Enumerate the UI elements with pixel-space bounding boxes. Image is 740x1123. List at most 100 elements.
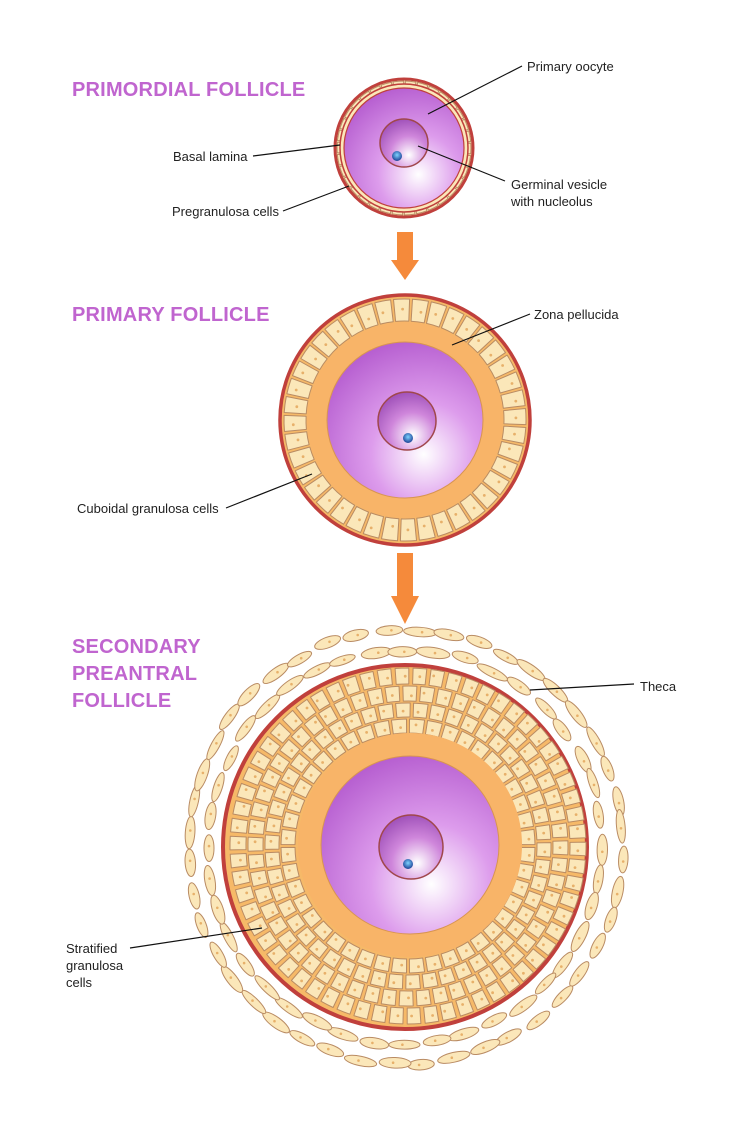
- cuboidal-granulosa-cell-nucleus: [367, 317, 371, 321]
- stratified-granulosa-cell: [285, 913, 306, 934]
- theca-cell-nucleus: [482, 1046, 485, 1050]
- leader-basal-lamina: [252, 144, 341, 157]
- secondary-germinal-vesicle: [378, 814, 444, 880]
- cuboidal-granulosa-cell: [345, 505, 370, 533]
- stratified-granulosa-cell-nucleus: [270, 857, 273, 861]
- stratified-granulosa-cell: [328, 719, 349, 740]
- theca-cell-nucleus: [506, 656, 510, 660]
- theca-cell-nucleus: [597, 815, 600, 818]
- label-primary-oocyte: Primary oocyte: [527, 59, 614, 74]
- cuboidal-granulosa-cell-nucleus: [513, 432, 516, 436]
- stratified-granulosa-cell: [547, 804, 567, 823]
- stratified-granulosa-cell: [475, 684, 496, 706]
- stratified-granulosa-cell-nucleus: [349, 740, 353, 744]
- stratified-granulosa-cell: [373, 720, 392, 738]
- stratified-granulosa-cell-nucleus: [275, 921, 279, 925]
- stratified-granulosa-cell: [336, 994, 356, 1015]
- stratified-granulosa-cell: [463, 974, 483, 995]
- stratified-granulosa-cell-nucleus: [555, 928, 559, 931]
- theca-cell: [492, 648, 519, 665]
- stratified-granulosa-cell: [542, 787, 563, 807]
- stratified-granulosa-cell-nucleus: [459, 702, 462, 705]
- cuboidal-granulosa-cell-nucleus: [419, 310, 423, 314]
- stratified-granulosa-cell-nucleus: [323, 971, 327, 975]
- theca-cell-nucleus: [264, 985, 268, 988]
- stratified-granulosa-cell: [510, 758, 531, 779]
- title-secondary-line-2: PREANTRAL: [72, 663, 198, 685]
- stratified-granulosa-cell-nucleus: [542, 943, 545, 947]
- stratified-granulosa-cell: [269, 722, 292, 744]
- theca-cell-nucleus: [582, 760, 586, 763]
- stratified-granulosa-cell-nucleus: [297, 735, 300, 739]
- stratified-granulosa-cell-nucleus: [300, 901, 303, 904]
- cuboidal-granulosa-cell-nucleus: [508, 447, 511, 451]
- theca-cell-nucleus: [589, 906, 593, 910]
- stratified-granulosa-cell-nucleus: [396, 1014, 400, 1018]
- cuboidal-granulosa-cell: [416, 515, 436, 541]
- stratified-granulosa-cell: [535, 935, 557, 957]
- stratified-granulosa-cell-nucleus: [350, 719, 353, 723]
- stratified-granulosa-cell-nucleus: [347, 968, 350, 971]
- stratified-granulosa-cell-nucleus: [464, 949, 468, 953]
- theca-cell: [615, 808, 626, 844]
- stratified-granulosa-cell-nucleus: [381, 962, 385, 965]
- stratified-granulosa-cell-nucleus: [365, 731, 368, 734]
- stratified-granulosa-cell-nucleus: [470, 686, 474, 690]
- label-basal-lamina: Basal lamina: [173, 149, 248, 164]
- theca-cell-nucleus: [576, 714, 579, 717]
- cuboidal-granulosa-cell: [300, 344, 328, 371]
- stratified-granulosa-cell-nucleus: [317, 987, 321, 990]
- stratified-granulosa-cell: [325, 681, 346, 703]
- cuboidal-granulosa-cell-nucleus: [434, 313, 438, 316]
- stratified-granulosa-cell: [356, 724, 376, 744]
- stratified-granulosa-cell-nucleus: [576, 827, 579, 831]
- cuboidal-granulosa-cell-nucleus: [482, 494, 486, 497]
- theca-cell-nucleus: [531, 669, 534, 673]
- theca-cell: [241, 989, 267, 1015]
- stratified-granulosa-cell-nucleus: [452, 988, 456, 992]
- stratified-granulosa-cell-nucleus: [563, 783, 567, 786]
- theca-cell: [451, 650, 479, 665]
- theca-cell-nucleus: [299, 656, 303, 660]
- stratified-granulosa-cell-nucleus: [454, 679, 458, 682]
- stratified-granulosa-cell-nucleus: [309, 773, 313, 777]
- stratified-granulosa-cell: [546, 873, 566, 891]
- stratified-granulosa-cell-nucleus: [250, 907, 254, 911]
- theca-cell-nucleus: [450, 1056, 454, 1059]
- theca-cell: [481, 1012, 508, 1029]
- theca-cell-nucleus: [343, 658, 346, 661]
- stratified-granulosa-cell-nucleus: [493, 761, 496, 765]
- stratified-granulosa-cell-nucleus: [410, 694, 413, 698]
- stratified-granulosa-cell: [290, 967, 313, 990]
- theca-cell-layer: [184, 625, 629, 1071]
- theca-cell: [570, 921, 590, 952]
- cuboidal-granulosa-cell: [288, 446, 315, 469]
- theca-cell: [610, 875, 625, 909]
- cuboidal-granulosa-cell: [283, 396, 309, 415]
- theca-cell: [589, 932, 606, 959]
- theca-cell-nucleus: [577, 937, 581, 940]
- stratified-granulosa-cell-nucleus: [336, 689, 340, 693]
- stratified-granulosa-cell-nucleus: [290, 749, 294, 752]
- stratified-granulosa-cell: [469, 931, 491, 953]
- theca-cell-nucleus: [226, 933, 230, 937]
- stratified-granulosa-cell-nucleus: [314, 720, 317, 724]
- stratified-granulosa-cell: [282, 862, 300, 881]
- stratified-granulosa-cell: [424, 954, 443, 972]
- stratified-granulosa-cell-nucleus: [287, 968, 291, 971]
- theca-cell: [237, 683, 261, 707]
- theca-cell-nucleus: [519, 685, 522, 689]
- stratified-granulosa-cell-nucleus: [502, 728, 505, 732]
- stratified-granulosa-cell: [447, 980, 467, 1001]
- stratified-granulosa-cell-nucleus: [287, 907, 291, 910]
- cuboidal-granulosa-cell-nucleus: [358, 518, 361, 522]
- stratified-granulosa-cell: [437, 967, 456, 986]
- cuboidal-granulosa-cell: [329, 497, 356, 525]
- stratified-granulosa-cell-nucleus: [296, 951, 300, 955]
- cuboidal-granulosa-cell-nucleus: [406, 528, 410, 532]
- stratified-granulosa-cell: [325, 931, 347, 953]
- stratified-granulosa-cell: [398, 990, 414, 1007]
- stratified-granulosa-cell: [388, 1006, 404, 1025]
- title-secondary-preantral-follicle: SECONDARY PREANTRAL FOLLICLE: [72, 634, 201, 715]
- stratified-granulosa-cell-nucleus: [333, 958, 336, 962]
